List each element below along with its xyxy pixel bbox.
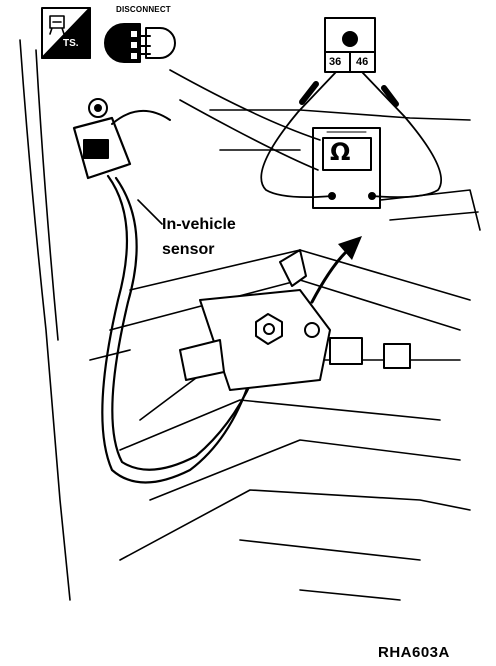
sensor-label-line1: In-vehicle [162, 216, 236, 233]
connector-face [324, 17, 376, 73]
lower-assembly [179, 249, 411, 391]
ts-icon-label: TS. [63, 38, 79, 49]
in-vehicle-sensor [72, 98, 171, 180]
ohm-icon: Ω [330, 138, 351, 166]
connector-pin-right: 46 [356, 56, 369, 68]
sensor-label-line2: sensor [162, 241, 215, 258]
direction-arrow [310, 236, 362, 304]
figure-code: RHA603A [378, 644, 450, 661]
callout-leader [137, 199, 163, 225]
sensor-harness [101, 174, 258, 484]
disconnect-icon [104, 23, 176, 63]
ts-icon [41, 7, 91, 59]
connector-pin-left: 36 [329, 56, 342, 68]
disconnect-label: DISCONNECT [116, 5, 171, 14]
